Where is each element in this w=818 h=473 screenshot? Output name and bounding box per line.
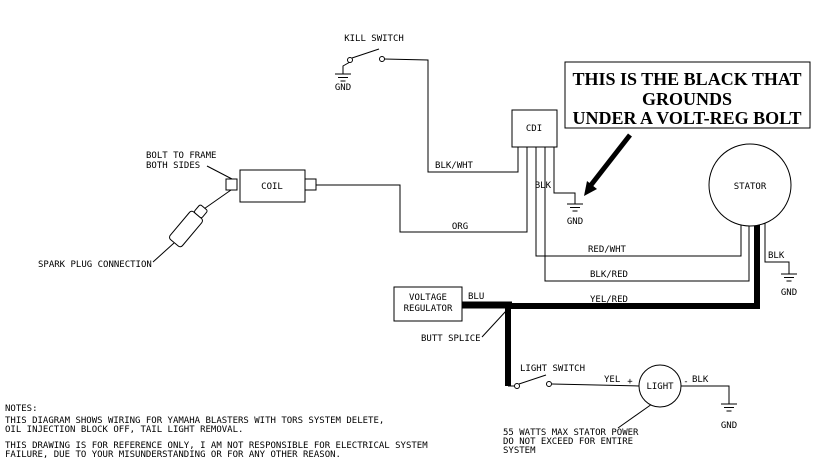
- wire-label-yel: YEL: [604, 375, 620, 385]
- watts-note-line1: 55 WATTS MAX STATOR POWER: [503, 428, 639, 438]
- pointer-spark-plug: [152, 242, 175, 263]
- kill-switch-terminal-left: [347, 57, 353, 63]
- wire-label-blk-light: BLK: [692, 375, 709, 385]
- notes-line1: THIS DIAGRAM SHOWS WIRING FOR YAMAHA BLA…: [5, 416, 384, 426]
- callout-arrow-icon: [589, 133, 632, 187]
- ground-icon-kill-switch: [334, 73, 352, 82]
- kill-switch-blade-icon: [351, 48, 380, 59]
- callout-box: [564, 61, 811, 129]
- voltage-regulator-box: [393, 286, 463, 322]
- wire-label-red-wht: RED/WHT: [588, 245, 627, 255]
- light-switch-terminal-left: [514, 383, 520, 389]
- label-voltage-regulator-line1: VOLTAGE: [409, 293, 447, 303]
- wire-label-blk-wht: BLK/WHT: [435, 161, 474, 171]
- wire-blk-stator-ground: [764, 223, 790, 274]
- ground-icon-stator: [780, 273, 798, 282]
- cdi-box: [511, 109, 558, 148]
- label-gnd-cdi: GND: [567, 217, 583, 227]
- wire-label-blk-stator: BLK: [768, 251, 785, 261]
- wire-red-wht: [535, 147, 742, 257]
- wire-yel-red: [508, 224, 758, 307]
- wire-blk-red: [544, 147, 750, 282]
- wire-label-blk-red: BLK/RED: [590, 270, 628, 280]
- notes-line3: THIS DRAWING IS FOR REFERENCE ONLY, I AM…: [5, 441, 428, 451]
- light-circle: [638, 364, 682, 408]
- label-voltage-regulator-line2: REGULATOR: [404, 304, 453, 314]
- stator-circle: [708, 143, 792, 227]
- coil-box: [239, 169, 306, 203]
- wire-label-org: ORG: [452, 222, 468, 232]
- label-gnd-kill-switch: GND: [335, 83, 351, 93]
- wire-blk-cdi-ground: [553, 147, 576, 204]
- bolt-square-right: [304, 178, 317, 191]
- label-cdi: CDI: [526, 124, 542, 134]
- callout-line3: UNDER A VOLT-REG BOLT: [573, 108, 802, 128]
- watts-note-line2: DO NOT EXCEED FOR ENTIRE: [503, 437, 633, 447]
- label-kill-switch: KILL SWITCH: [344, 34, 404, 44]
- wire-label-blu: BLU: [468, 292, 484, 302]
- label-butt-splice: BUTT SPLICE: [421, 334, 481, 344]
- ground-icon-cdi: [566, 203, 584, 212]
- wire-killswitch-ground: [342, 61, 351, 74]
- butt-splice-connector: [506, 302, 512, 308]
- label-gnd-stator: GND: [781, 288, 797, 298]
- wire-blk-light-ground: [681, 385, 730, 404]
- pointer-butt-splice: [481, 310, 507, 338]
- pointer-watts-note: [617, 403, 653, 429]
- callout-arrowhead-icon: [584, 181, 597, 196]
- ground-icon-light: [720, 403, 738, 412]
- spark-plug-icon: [169, 204, 208, 248]
- notes-line2: OIL INJECTION BLOCK OFF, TAIL LIGHT REMO…: [5, 425, 243, 435]
- notes-title: NOTES:: [5, 404, 38, 414]
- light-switch-terminal-right: [546, 381, 552, 387]
- wire-coil-to-spark-plug: [200, 189, 232, 212]
- callout-line1: THIS IS THE BLACK THAT: [572, 69, 801, 89]
- label-bolt-to-frame-line1: BOLT TO FRAME: [146, 151, 216, 161]
- label-stator: STATOR: [734, 182, 767, 192]
- label-gnd-light: GND: [721, 421, 737, 431]
- wire-label-blk-cdi: BLK: [535, 181, 552, 191]
- label-spark-plug: SPARK PLUG CONNECTION: [38, 260, 152, 270]
- wire-blk-wht: [383, 58, 519, 173]
- notes-line4: FAILURE, DUE TO YOUR MISUNDERSTANDING OR…: [5, 450, 341, 460]
- pointer-bolt-to-frame: [206, 165, 233, 180]
- wire-yel-switch-to-light: [551, 383, 640, 387]
- label-coil: COIL: [261, 182, 283, 192]
- callout-line2: GROUNDS: [642, 89, 732, 109]
- label-bolt-to-frame-line2: BOTH SIDES: [146, 161, 200, 171]
- label-light: LIGHT: [646, 382, 674, 392]
- kill-switch-terminal-right: [379, 56, 385, 62]
- wire-label-yel-red: YEL/RED: [590, 295, 628, 305]
- light-switch-blade-icon: [518, 374, 547, 385]
- label-light-plus: +: [627, 377, 633, 387]
- label-light-switch: LIGHT SWITCH: [520, 364, 585, 374]
- label-light-minus: -: [683, 377, 688, 387]
- watts-note-line3: SYSTEM: [503, 446, 536, 456]
- bolt-square-left: [225, 178, 238, 191]
- wire-org: [316, 147, 528, 233]
